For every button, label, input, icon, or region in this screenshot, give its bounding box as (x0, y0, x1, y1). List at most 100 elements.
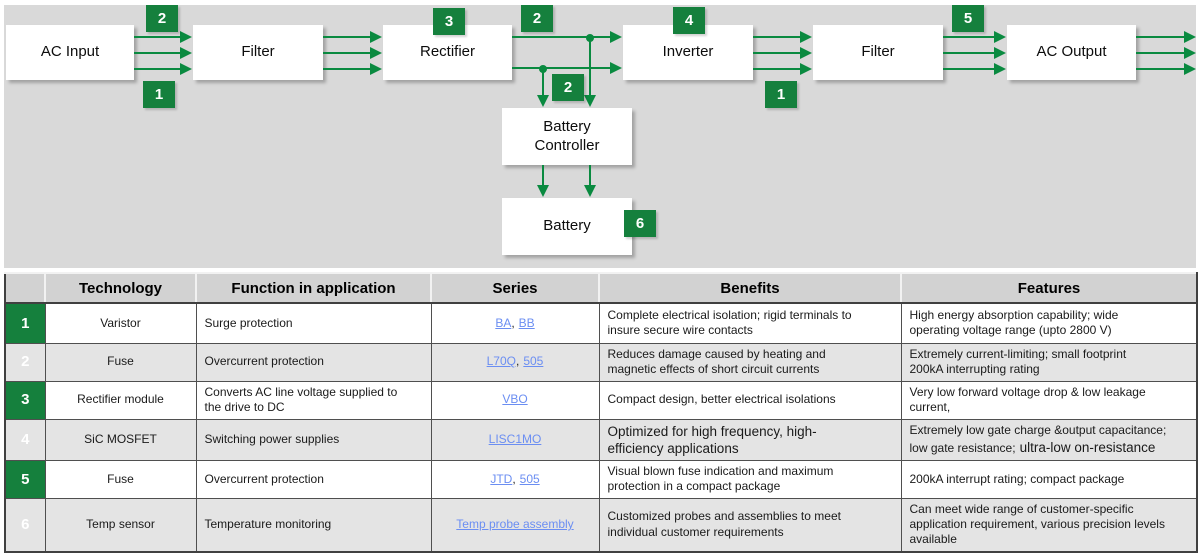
flow-arrow (134, 31, 192, 43)
series-link[interactable]: 505 (523, 354, 544, 369)
table-row: 1 Varistor Surge protection BA,BB Comple… (4, 302, 1198, 344)
table-row: 4 SiC MOSFET Switching power supplies LI… (4, 418, 1198, 462)
row-number: 2 (4, 342, 46, 382)
features-cell: Extremely low gate charge &output capaci… (900, 418, 1198, 462)
series-separator: , (511, 315, 515, 330)
node-ac-output: AC Output (1007, 25, 1136, 80)
series-link[interactable]: L70Q (486, 354, 516, 369)
node-battery-controller: Battery Controller (502, 108, 632, 165)
row-number: 5 (4, 460, 46, 499)
component-badge: 2 (552, 74, 584, 101)
benefits-cell: Reduces damage caused by heating and mag… (598, 342, 902, 382)
technology-cell: Fuse (44, 460, 197, 499)
component-table: Technology Function in application Serie… (4, 272, 1198, 553)
function-cell: Overcurrent protection (195, 342, 432, 382)
table-row: 2 Fuse Overcurrent protection L70Q,505 R… (4, 342, 1198, 382)
junction-dot (586, 34, 594, 42)
benefits-cell: Customized probes and assemblies to meet… (598, 497, 902, 553)
node-label: AC Output (1036, 43, 1107, 61)
features-cell: Very low forward voltage drop & low leak… (900, 380, 1198, 420)
features-text: Extremely low gate charge &output capaci… (909, 423, 1167, 455)
function-cell: Surge protection (195, 302, 432, 344)
flow-arrow (323, 47, 382, 59)
flow-arrow (323, 63, 382, 75)
node-label: Filter (861, 43, 895, 61)
flow-arrow-down (537, 165, 549, 197)
flow-arrow-down (584, 38, 596, 107)
benefits-cell: Optimized for high frequency, high- effi… (598, 418, 902, 462)
table-row: 3 Rectifier module Converts AC line volt… (4, 380, 1198, 420)
series-link[interactable]: JTD (490, 471, 513, 486)
table-row: 5 Fuse Overcurrent protection JTD,505 Vi… (4, 460, 1198, 499)
flow-arrow (512, 62, 622, 74)
badge-number: 4 (684, 12, 694, 29)
component-badge: 2 (521, 5, 553, 32)
series-cell: L70Q,505 (430, 342, 600, 382)
series-cell: BA,BB (430, 302, 600, 344)
header-benefits: Benefits (598, 272, 902, 304)
header-number (4, 272, 46, 304)
badge-number: 2 (157, 10, 167, 27)
function-cell: Temperature monitoring (195, 497, 432, 553)
header-function: Function in application (195, 272, 432, 304)
row-number: 6 (4, 497, 46, 553)
diagram-panel: AC Input Filter Rectifier Inverter Filte… (4, 5, 1196, 268)
series-link[interactable]: VBO (502, 392, 528, 407)
series-cell: Temp probe assembly (430, 497, 600, 553)
series-cell: LISC1MO (430, 418, 600, 462)
flow-arrow (943, 47, 1006, 59)
junction-dot (539, 65, 547, 73)
table-row: 6 Temp sensor Temperature monitoring Tem… (4, 497, 1198, 553)
header-series: Series (430, 272, 600, 304)
function-cell: Switching power supplies (195, 418, 432, 462)
flow-arrow (753, 63, 812, 75)
series-link[interactable]: BA (495, 315, 512, 330)
flow-arrow (1136, 31, 1196, 43)
node-battery: Battery (502, 198, 632, 255)
technology-cell: Varistor (44, 302, 197, 344)
flow-arrow (753, 47, 812, 59)
series-link[interactable]: 505 (519, 471, 540, 486)
benefits-cell: Visual blown fuse indication and maximum… (598, 460, 902, 499)
node-label: AC Input (40, 43, 100, 61)
node-label: Rectifier (419, 43, 475, 61)
benefits-cell: Complete electrical isolation; rigid ter… (598, 302, 902, 344)
node-label: Filter (241, 43, 275, 61)
series-cell: VBO (430, 380, 600, 420)
table-header-row: Technology Function in application Serie… (4, 272, 1198, 304)
flow-arrow (1136, 63, 1196, 75)
features-cell: Can meet wide range of customer-specific… (900, 497, 1198, 553)
flow-arrow (943, 63, 1006, 75)
series-separator: , (515, 354, 520, 369)
features-cell: Extremely current-limiting; small footpr… (900, 342, 1198, 382)
function-cell: Converts AC line voltage supplied to the… (195, 380, 432, 420)
benefits-cell: Compact design, better electrical isolat… (598, 380, 902, 420)
header-technology: Technology (44, 272, 197, 304)
component-badge: 4 (673, 7, 705, 34)
row-number: 3 (4, 380, 46, 420)
badge-number: 3 (444, 13, 454, 30)
technology-cell: Rectifier module (44, 380, 197, 420)
row-number: 4 (4, 418, 46, 462)
flow-arrow (1136, 47, 1196, 59)
series-link[interactable]: Temp probe assembly (456, 517, 574, 532)
flow-arrow (512, 31, 622, 43)
node-filter-2: Filter (813, 25, 943, 80)
features-cell: 200kA interrupt rating; compact package (900, 460, 1198, 499)
badge-number: 1 (154, 86, 164, 103)
component-badge: 1 (143, 81, 175, 108)
flow-arrow (134, 47, 192, 59)
series-link[interactable]: BB (518, 315, 535, 330)
series-link[interactable]: LISC1MO (488, 432, 542, 447)
features-cell: High energy absorption capability; wide … (900, 302, 1198, 344)
flow-arrow (753, 31, 812, 43)
flow-arrow (134, 63, 192, 75)
flow-arrow-down (537, 68, 549, 107)
series-separator: , (512, 471, 516, 486)
badge-number: 2 (532, 10, 542, 27)
component-badge: 3 (433, 8, 465, 35)
node-label: Battery Controller (534, 117, 600, 154)
component-badge: 1 (765, 81, 797, 108)
flow-arrow (943, 31, 1006, 43)
